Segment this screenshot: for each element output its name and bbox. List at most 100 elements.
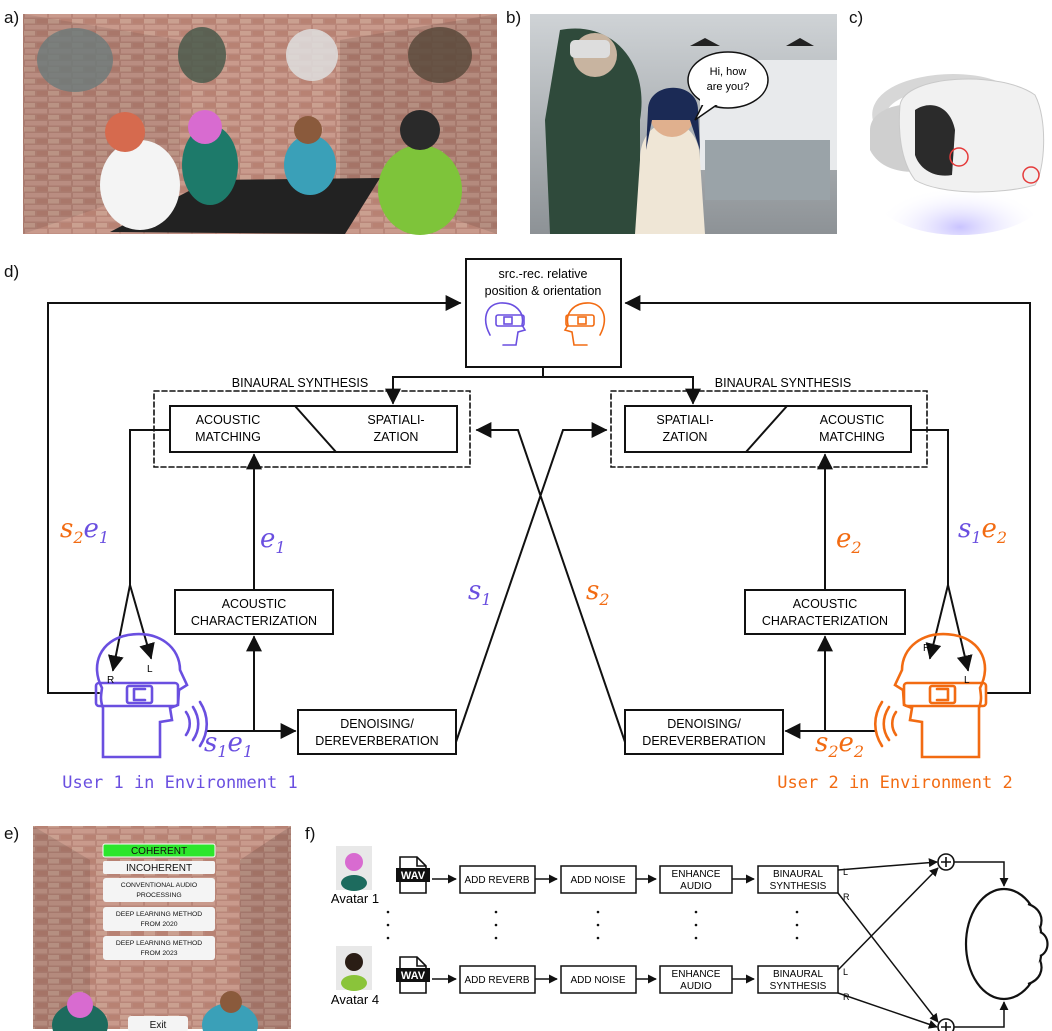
add-noise-label-2: ADD NOISE: [570, 975, 625, 986]
binaural-title-left: BINAURAL SYNTHESIS: [232, 376, 368, 390]
binaural-line1-2: BINAURAL: [773, 969, 823, 980]
spatialization-right-1: SPATIALI-: [656, 413, 713, 427]
char-right-2: CHARACTERIZATION: [762, 614, 888, 628]
row2-R: R: [843, 992, 850, 1002]
characterization-box-left: [174, 589, 334, 635]
binaural-line2-1: SYNTHESIS: [770, 881, 827, 892]
add-reverb-label-1: ADD REVERB: [464, 875, 529, 886]
menu-dl2023-line2: FROM 2023: [140, 950, 177, 957]
characterization-box-right: [744, 589, 906, 635]
user1-head-icon: [94, 632, 209, 759]
acoustic-matching-right-2: MATCHING: [819, 430, 885, 444]
listener-head-icon: [964, 887, 1049, 1001]
speech-line-1: Hi, how: [710, 66, 747, 78]
enhance-audio-box-1: [659, 865, 733, 894]
menu-conventional-button[interactable]: [103, 878, 215, 902]
binaural-box-1: [757, 865, 839, 894]
add-noise-box-1: [560, 865, 637, 894]
char-left-1: ACOUSTIC: [222, 597, 287, 611]
mic-marker-right: [1022, 166, 1040, 184]
acoustic-matching-right-1: ACOUSTIC: [820, 413, 885, 427]
menu-exit-label: Exit: [150, 1020, 167, 1031]
menu-dl2020-line1: DEEP LEARNING METHOD: [116, 911, 202, 918]
wav-file-icon-2: WAV: [396, 956, 430, 994]
spatialization-left-2: ZATION: [374, 430, 419, 444]
binaural-line1-1: BINAURAL: [773, 869, 823, 880]
math-s2e1-left: s2e1: [60, 514, 109, 547]
panel-label-b: b): [506, 8, 522, 27]
binaural-title-right: BINAURAL SYNTHESIS: [715, 376, 851, 390]
panel-c-vr-headset: [870, 74, 1045, 235]
wav-file-icon-1: WAV: [396, 856, 430, 894]
menu-coherent-label: COHERENT: [131, 846, 187, 857]
mic-marker-left: [949, 147, 969, 167]
math-e2: e2: [836, 524, 862, 557]
top-box-line-2: position & orientation: [485, 284, 602, 298]
acoustic-matching-left-2: MATCHING: [195, 430, 261, 444]
denoise-right-2: DEREVERBERATION: [642, 734, 765, 748]
top-box-line-1: src.-rec. relative: [499, 267, 588, 281]
denoise-left-2: DEREVERBERATION: [315, 734, 438, 748]
math-e1: e1: [260, 524, 286, 557]
user1-label: User 1 in Environment 1: [62, 773, 297, 793]
binaural-box-left: [169, 405, 458, 453]
avatar4-label: Avatar 4: [331, 992, 379, 1007]
row2-L: L: [843, 967, 848, 977]
panel-b-scene: Hi, how are you?: [530, 14, 837, 234]
wav-text-1: WAV: [401, 870, 426, 882]
panel-e-menu-scene: COHERENT INCOHERENT CONVENTIONAL AUDIO P…: [33, 826, 291, 1031]
char-right-1: ACOUSTIC: [793, 597, 858, 611]
user2-head-icon: [873, 632, 988, 759]
row1-L: L: [843, 867, 848, 877]
panel-a-scene: [23, 14, 497, 235]
menu-conventional-line1: CONVENTIONAL AUDIO: [121, 882, 197, 889]
user1-head-icon-small: [484, 302, 527, 346]
panel-label-e: e): [4, 824, 20, 843]
add-noise-label-1: ADD NOISE: [570, 875, 625, 886]
panel-label-a: a): [4, 8, 20, 27]
spatialization-left-1: SPATIALI-: [367, 413, 424, 427]
wav-text-2: WAV: [401, 970, 426, 982]
binaural-box-2: [757, 965, 839, 994]
menu-coherent-button[interactable]: [102, 843, 216, 858]
ellipsis-dots: [386, 910, 799, 940]
pipeline-row-2: WAV ADD REVERB ADD NOISE ENHANCE AUDIO B…: [396, 956, 850, 1002]
math-s2e2: s2e2: [815, 728, 864, 761]
denoising-box-left: [297, 709, 457, 755]
acoustic-matching-left-1: ACOUSTIC: [196, 413, 261, 427]
math-s1-cross: s1: [468, 576, 492, 609]
enhance-line2-1: AUDIO: [680, 881, 712, 892]
ear-R-left: R: [107, 675, 114, 686]
denoising-box-right: [624, 709, 784, 755]
menu-conventional-line2: PROCESSING: [136, 892, 181, 899]
menu-incoherent-button[interactable]: [103, 861, 215, 874]
pipeline-row-1: WAV ADD REVERB ADD NOISE ENHANCE AUDIO B…: [396, 856, 850, 902]
menu-dl2020-line2: FROM 2020: [140, 921, 177, 928]
panel-f-pipeline: Avatar 1 Avatar 4 WAV ADD REVERB: [331, 846, 1049, 1031]
math-s2-cross: s2: [586, 576, 610, 609]
enhance-line1-2: ENHANCE: [672, 969, 721, 980]
menu-dl2020-button[interactable]: [103, 907, 215, 931]
spatialization-right-2: ZATION: [663, 430, 708, 444]
menu-dl2023-button[interactable]: [103, 936, 215, 960]
menu-dl2023-line1: DEEP LEARNING METHOD: [116, 940, 202, 947]
math-s1e1: s1e1: [204, 728, 253, 761]
binaural-line2-2: SYNTHESIS: [770, 981, 827, 992]
enhance-line2-2: AUDIO: [680, 981, 712, 992]
char-left-2: CHARACTERIZATION: [191, 614, 317, 628]
row1-R: R: [843, 892, 850, 902]
speech-line-2: are you?: [707, 81, 750, 93]
panel-label-d: d): [4, 262, 20, 281]
denoise-right-1: DENOISING/: [667, 717, 741, 731]
ear-R-right: R: [923, 643, 930, 654]
add-reverb-box-1: [459, 865, 536, 894]
binaural-box-right: [624, 405, 912, 453]
add-reverb-label-2: ADD REVERB: [464, 975, 529, 986]
add-reverb-box-2: [459, 965, 536, 994]
menu-exit-button[interactable]: [128, 1016, 188, 1031]
avatar1-label: Avatar 1: [331, 891, 379, 906]
panel-d-diagram: src.-rec. relative position & orientatio…: [47, 258, 1031, 793]
user2-head-icon-small: [563, 302, 606, 346]
menu-incoherent-label: INCOHERENT: [126, 863, 192, 874]
